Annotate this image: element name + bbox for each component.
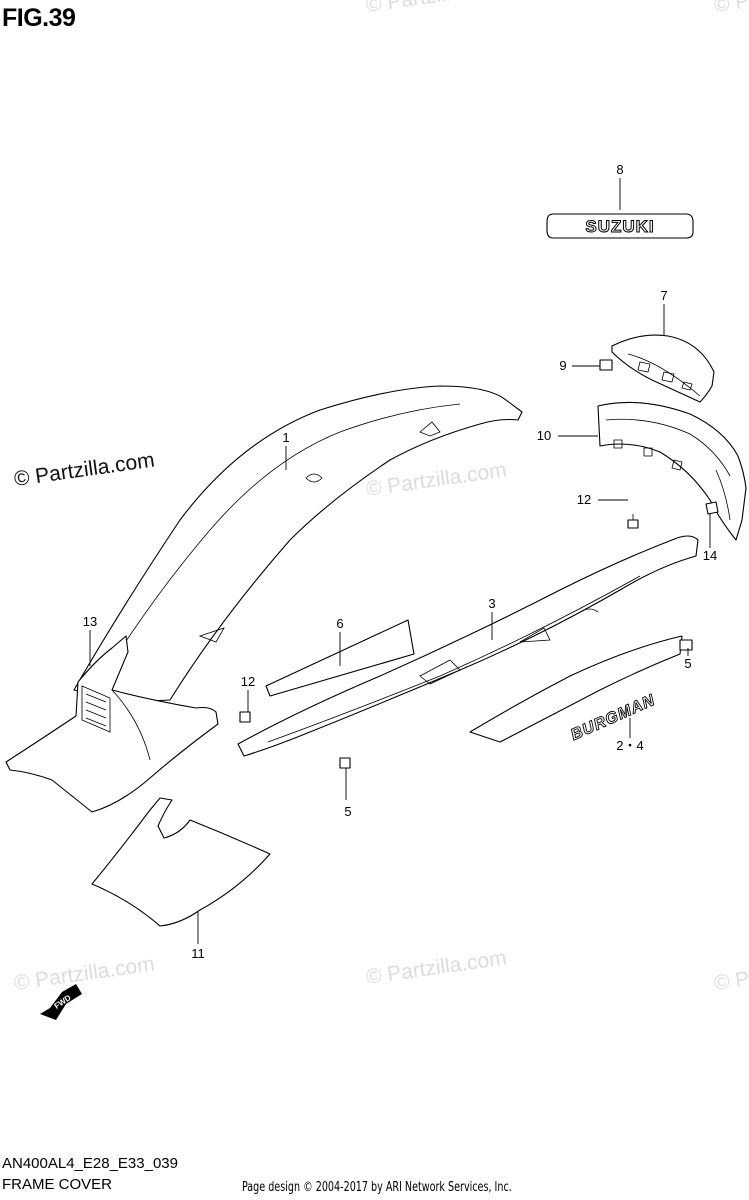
part-5-bolt-lower (339, 757, 351, 769)
page-credit: Page design © 2004-2017 by ARI Network S… (242, 1180, 512, 1195)
part-12-bolt-right (627, 514, 639, 529)
figure-name: FRAME COVER (2, 1176, 113, 1193)
part-10-rear-side-cover (597, 401, 747, 541)
callout-3: 3 (488, 596, 495, 611)
suzuki-text: SUZUKI (585, 217, 654, 236)
part-12-bolt-left (239, 711, 251, 723)
callout-2-4: 2・4 (616, 738, 643, 753)
callout-1: 1 (282, 430, 289, 445)
part-11-floor-panel (91, 797, 271, 927)
suzuki-emblem: SUZUKI (546, 213, 694, 239)
callout-6: 6 (336, 616, 343, 631)
leader-lines (89, 178, 711, 944)
fwd-arrow-icon: FWD (40, 984, 82, 1020)
callout-7: 7 (660, 288, 667, 303)
callout-14: 14 (703, 548, 717, 563)
callout-12-right: 12 (577, 492, 591, 507)
part-5-bolt-right (679, 639, 693, 651)
part-7-rear-cover-upper (611, 334, 715, 403)
figure-code: AN400AL4_E28_E33_039 (2, 1155, 178, 1172)
callout-12-left: 12 (241, 674, 255, 689)
part-3-side-cover (237, 535, 699, 757)
callout-10: 10 (537, 428, 551, 443)
part-1-frame-cover (73, 385, 523, 703)
part-9-clip (599, 359, 613, 371)
callout-11: 11 (191, 946, 205, 961)
part-13-front-inner-cover (5, 635, 219, 813)
callout-5-lower: 5 (344, 804, 351, 819)
callouts: 8 7 9 10 12 14 1 3 6 5 2・4 5 12 13 11 (83, 162, 717, 961)
callout-5-right: 5 (684, 656, 691, 671)
callout-8: 8 (616, 162, 623, 177)
callout-13: 13 (83, 614, 97, 629)
callout-9: 9 (559, 358, 566, 373)
part-14-clip (705, 501, 719, 515)
figure-title: FIG.39 (2, 4, 76, 32)
part-2-4-lower-panel: BURGMAN (469, 635, 683, 745)
